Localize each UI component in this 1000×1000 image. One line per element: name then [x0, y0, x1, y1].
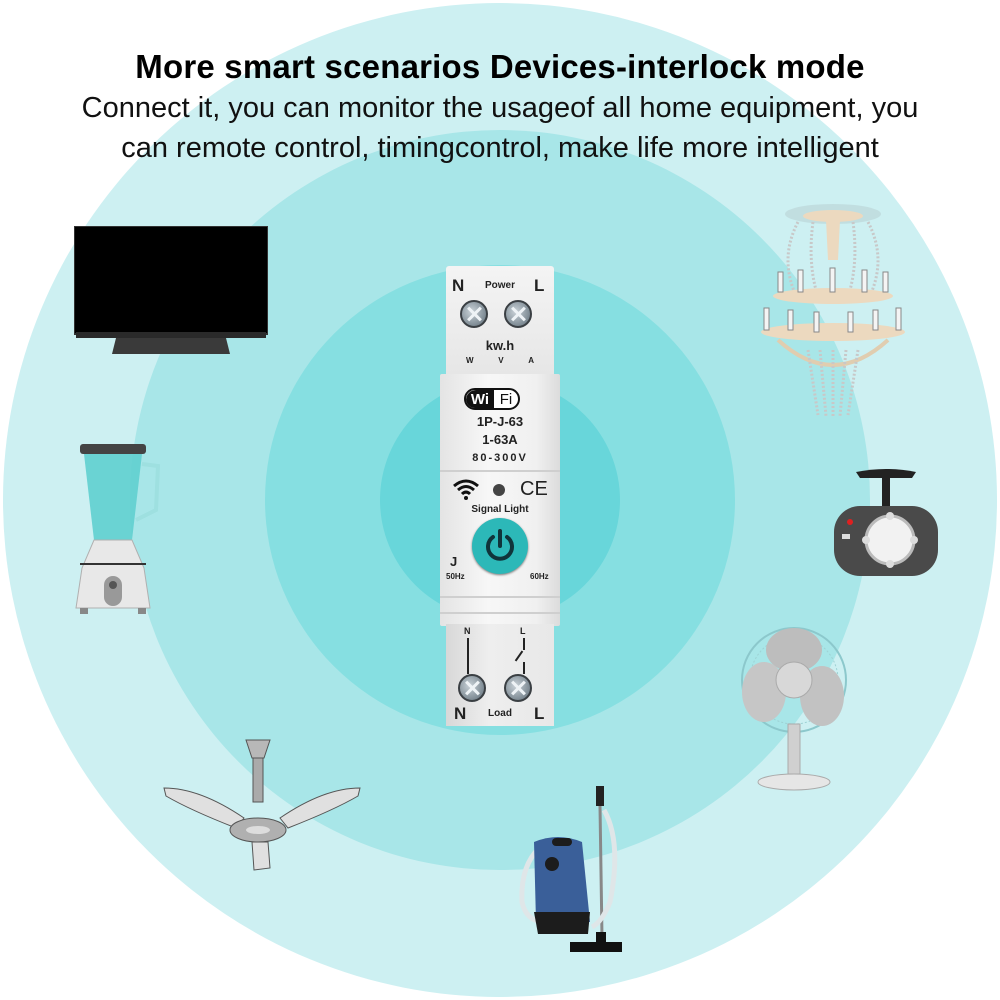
power-title: Power — [484, 280, 515, 291]
load-top-n: N — [464, 626, 471, 636]
headline: More smart scenarios Devices-interlock m… — [135, 48, 865, 85]
panel-groove — [440, 612, 560, 614]
device-front-panel: Wi Fi 1P-J-63 1-63A 80-300V CE Signal Li… — [440, 374, 560, 626]
device-top-section: N Power L kw.h W V A — [446, 266, 554, 376]
wifi-logo-fi: Fi — [499, 391, 513, 408]
switch-contact — [514, 650, 524, 662]
power-button[interactable] — [472, 518, 528, 574]
load-l-screw — [504, 674, 532, 702]
signal-light-label: Signal Light — [471, 504, 529, 515]
vacuum-icon — [512, 782, 622, 960]
l-wire-bottom — [523, 662, 525, 674]
load-top-l: L — [520, 626, 526, 636]
load-n-screw — [458, 674, 486, 702]
readout-v: V — [498, 356, 504, 365]
panel-groove — [440, 470, 560, 472]
power-n-label: N — [452, 276, 465, 295]
freq-60hz: 60Hz — [530, 572, 549, 581]
model-label: 1P-J-63 — [476, 414, 524, 429]
desk-fan-icon — [738, 624, 850, 794]
load-l-label: L — [534, 704, 545, 723]
subtext: Connect it, you can monitor the usageof … — [81, 92, 919, 164]
power-l-screw — [504, 300, 532, 328]
freq-50hz: 50Hz — [446, 572, 465, 581]
wifi-signal-icon — [452, 478, 480, 505]
meter-label: kw.h — [485, 338, 515, 353]
signal-light-led — [493, 484, 505, 496]
power-l-label: L — [534, 276, 545, 295]
readout-a: A — [528, 356, 534, 365]
wifi-logo-wi: Wi — [466, 390, 494, 408]
panel-groove — [440, 596, 560, 598]
power-icon — [486, 529, 514, 561]
smart-breaker-device: N Power L kw.h W V A Wi Fi 1P-J-63 1-63A… — [440, 266, 560, 726]
camera-icon — [832, 468, 940, 578]
chandelier-icon — [758, 200, 908, 420]
wifi-logo: Wi Fi — [464, 388, 520, 410]
tv-icon — [73, 225, 269, 356]
ce-mark: CE — [520, 478, 548, 500]
power-n-screw — [460, 300, 488, 328]
load-title: Load — [488, 708, 512, 719]
n-wire — [467, 638, 469, 674]
voltage-rating: 80-300V — [472, 452, 528, 464]
ceiling-fan-icon — [160, 738, 365, 873]
device-bottom-section: N L N Load L — [446, 624, 554, 726]
current-rating: 1-63A — [482, 432, 518, 447]
readout-row: W V A — [466, 356, 534, 365]
load-n-label: N — [454, 704, 467, 723]
readout-w: W — [466, 356, 474, 365]
blender-icon — [72, 440, 162, 620]
l-wire-top — [523, 638, 525, 650]
j-label: J — [450, 554, 458, 569]
